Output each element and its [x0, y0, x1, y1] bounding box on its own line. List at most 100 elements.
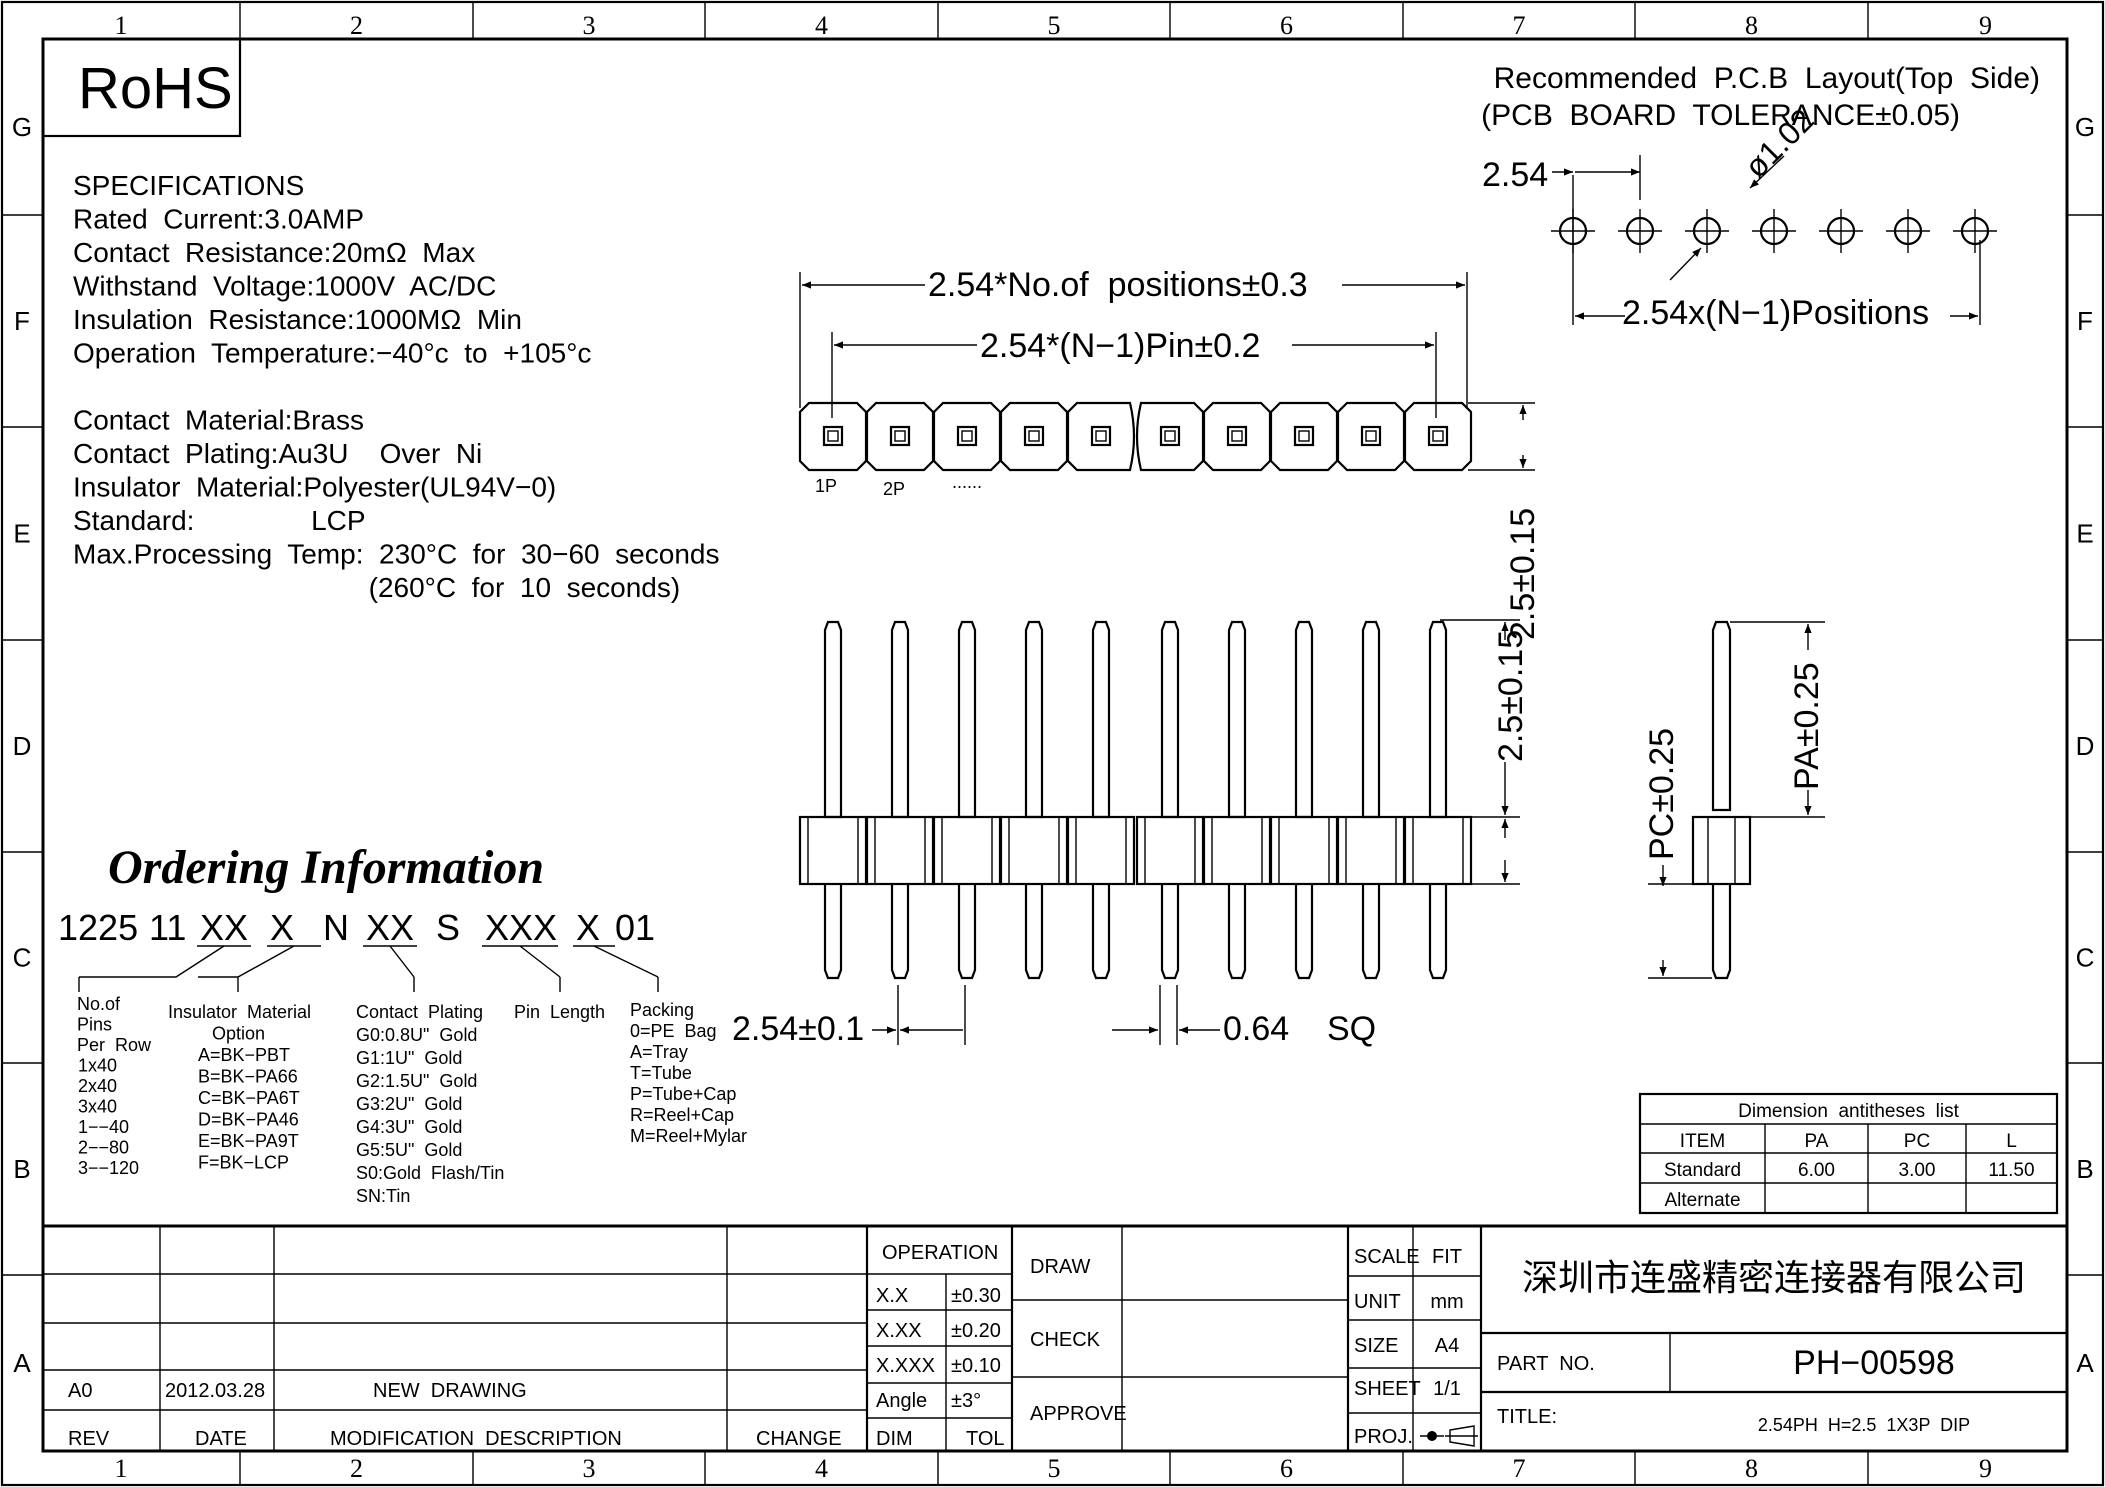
pin-square-inner — [961, 430, 973, 442]
order-option-pins: Per Row — [77, 1035, 152, 1055]
order-option-plating: G3:2U" Gold — [356, 1094, 462, 1114]
zone-col-label-top: 9 — [1979, 11, 1992, 40]
order-option-pins: 3x40 — [78, 1097, 117, 1117]
order-option-insulator: E=BK−PA9T — [198, 1131, 299, 1151]
dim-table-cell: 11.50 — [1988, 1160, 2034, 1181]
order-option-packing: P=Tube+Cap — [630, 1084, 736, 1104]
zone-row-label-right: G — [2075, 112, 2095, 142]
tol-value: ±3° — [951, 1390, 981, 1412]
pin-lower — [1294, 884, 1314, 980]
tol-label: X.XX — [876, 1320, 922, 1342]
projection-symbol — [1449, 1425, 1475, 1447]
zone-col-label-top: 1 — [115, 11, 128, 40]
size-label: SIZE — [1354, 1335, 1398, 1357]
scale-value: FIT — [1432, 1246, 1462, 1268]
pin-square-inner — [1365, 430, 1377, 442]
order-option-plating: Contact Plating — [356, 1002, 483, 1022]
order-option-plating: G0:0.8U" Gold — [356, 1025, 477, 1045]
spec-line: Insulator Material:Polyester(UL94V−0) — [73, 472, 556, 503]
order-option-pins: 2−−80 — [78, 1138, 129, 1158]
header-body-cell — [1336, 401, 1406, 472]
spec-line: Contact Resistance:20mΩ Max — [73, 237, 475, 268]
order-option-pins: 1−−40 — [78, 1117, 129, 1137]
pin-label-dots: ...... — [952, 472, 982, 492]
overall-length-label: 2.54*No.of positions±0.3 — [928, 266, 1308, 304]
spec-line: Standard: LCP — [73, 505, 366, 536]
header-body-cell — [1135, 401, 1205, 472]
title-label: TITLE: — [1497, 1406, 1557, 1428]
order-option-insulator: B=BK−PA66 — [198, 1067, 298, 1087]
order-option-pins: No.of — [77, 994, 121, 1014]
spec-line: (260°C for 10 seconds) — [73, 572, 680, 603]
rev-header: CHANGE — [756, 1428, 842, 1450]
zone-row-label-left: D — [13, 731, 32, 761]
pin-square — [1023, 425, 1045, 447]
front-view-dimensions — [872, 619, 1520, 1045]
dim-table-title: Dimension antitheses list — [1738, 1101, 1959, 1122]
order-code-segment: XX — [200, 907, 248, 948]
pin-square-inner — [894, 430, 906, 442]
pin-square — [889, 425, 911, 447]
order-code-leader — [593, 945, 659, 978]
pin-lower — [957, 884, 977, 980]
tol-value: ±0.10 — [951, 1355, 1001, 1377]
zone-col-label-top: 5 — [1048, 11, 1061, 40]
spec-line: Withstand Voltage:1000V AC/DC — [73, 271, 496, 302]
order-option-pin-length: Pin Length — [514, 1002, 605, 1022]
pin-upper — [1091, 620, 1111, 819]
header-body-front-cell — [1403, 815, 1473, 886]
order-option-pins: Pins — [77, 1015, 112, 1035]
tol-label: Angle — [876, 1390, 927, 1412]
body-height-label: 2.5±0.15 — [1492, 630, 1530, 762]
unit-value: mm — [1430, 1291, 1463, 1313]
rev-description-value: NEW DRAWING — [373, 1380, 527, 1402]
order-option-plating: G5:5U" Gold — [356, 1140, 462, 1160]
order-option-packing: R=Reel+Cap — [630, 1105, 734, 1125]
order-option-packing: T=Tube — [630, 1063, 692, 1083]
pin-square-inner — [827, 430, 839, 442]
header-body-cell — [865, 401, 935, 472]
zone-row-label-right: F — [2077, 306, 2093, 336]
spec-line: Contact Plating:Au3U Over Ni — [73, 438, 482, 469]
zone-col-label-top: 7 — [1513, 11, 1526, 40]
pin-square — [1226, 425, 1248, 447]
order-code-leader — [519, 945, 561, 978]
zone-row-label-right: E — [2076, 519, 2093, 549]
zone-col-label-top: 4 — [815, 11, 828, 40]
pin-square — [1360, 425, 1382, 447]
pcb-dimensions — [1552, 155, 1981, 325]
pcb-pitch-label: 2.54 — [1482, 156, 1548, 194]
unit-label: UNIT — [1354, 1291, 1401, 1313]
pin-square-inner — [1095, 430, 1107, 442]
pin-upper — [1160, 620, 1180, 819]
dim-table-header: PA — [1805, 1131, 1829, 1152]
pin-upper — [1024, 620, 1044, 819]
zone-col-label-bottom: 3 — [583, 1454, 596, 1483]
order-option-pins: 1x40 — [78, 1056, 117, 1076]
order-code-leader — [198, 945, 295, 978]
top-view-dimensions — [799, 272, 1535, 471]
spec-line: Insulation Resistance:1000MΩ Min — [73, 304, 522, 335]
zone-col-label-top: 8 — [1745, 11, 1758, 40]
pin-upper — [1428, 620, 1448, 819]
order-code-leader — [389, 945, 415, 978]
header-body-front-cell — [999, 815, 1069, 886]
order-option-insulator: C=BK−PA6T — [198, 1088, 300, 1108]
order-option-plating: G2:1.5U" Gold — [356, 1071, 477, 1091]
sheet-value: 1/1 — [1433, 1378, 1461, 1400]
company-name: 深圳市连盛精密连接器有限公司 — [1522, 1258, 2026, 1298]
pin-square-inner — [1231, 430, 1243, 442]
pin-lower — [1024, 884, 1044, 980]
zone-row-label-left: C — [13, 943, 32, 973]
pin-span-label: 2.54*(N−1)Pin±0.2 — [980, 327, 1260, 365]
order-code-segment: S — [436, 907, 460, 948]
zone-row-label-left: G — [12, 112, 32, 142]
pin-square — [1090, 425, 1112, 447]
tol-label-footer: TOL — [966, 1428, 1005, 1450]
